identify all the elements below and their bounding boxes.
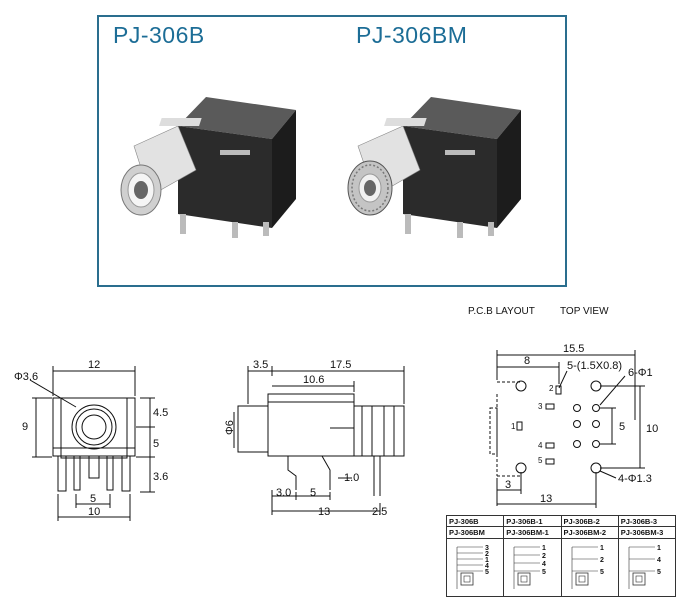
side-overall-length: 17.5: [330, 359, 351, 371]
table-row: PJ-306BM PJ-306BM-1 PJ-306BM-2 PJ-306BM-…: [445, 526, 677, 539]
model-title-pj-306b: PJ-306B: [113, 22, 205, 48]
schematic-pin-label: 1: [600, 545, 604, 552]
schematic-pin-label: 2: [600, 557, 604, 564]
front-hole-diameter: Φ3.6: [14, 371, 38, 383]
schematic-symbol: 1 2 5: [571, 545, 604, 589]
pcb-pin-number: 3: [538, 402, 543, 411]
side-view-drawing: [233, 366, 405, 515]
model-title-pj-306bm: PJ-306BM: [356, 22, 468, 48]
side-body-length: 10.6: [303, 374, 324, 386]
label-pcb-layout: P.C.B LAYOUT: [468, 306, 535, 317]
schematic-pin-label: 2: [485, 551, 489, 558]
pcb-pin-number: 4: [538, 441, 543, 450]
pcb-layout-drawing: [489, 350, 645, 508]
schematic-pin-label: 5: [600, 569, 604, 576]
pcb-pin-number: 2: [549, 384, 554, 393]
schematic-pin-label: 4: [657, 557, 661, 564]
front-width-bottom: 10: [88, 506, 100, 518]
schematic-pin-label: 1: [542, 545, 546, 552]
pcb-hole-callout: 6-Φ1: [628, 367, 653, 379]
schematic-symbol: 1 4 5: [628, 545, 661, 589]
schematic-pin-label: 4: [485, 563, 489, 570]
table-cell: PJ-306BM: [445, 526, 505, 539]
side-pitch: 13: [318, 506, 330, 518]
front-width-top: 12: [88, 359, 100, 371]
front-dim-right-1: 4.5: [153, 407, 168, 419]
front-dim-right-2: 5: [153, 438, 159, 450]
schematic-pin-label: 5: [485, 569, 489, 576]
front-view-drawing: [29, 366, 155, 521]
side-tail: 2.5: [372, 506, 387, 518]
schematic-pin-label: 3: [485, 545, 489, 552]
side-pin-offset: 3.0: [276, 487, 291, 499]
schematic-pin-label: 1: [485, 557, 489, 564]
front-height-left: 9: [22, 421, 28, 433]
table-cell: PJ-306B-1: [503, 514, 562, 528]
schematic-pin-label: 5: [657, 569, 661, 576]
pcb-height-inner: 5: [619, 421, 625, 433]
table-cell: PJ-306B-2: [560, 514, 619, 528]
variants-table: PJ-306B PJ-306B-1 PJ-306B-2 PJ-306B-3 PJ…: [445, 514, 677, 598]
product-render-pj-306b: [120, 97, 296, 238]
pcb-mount-callout: 4-Φ1.3: [618, 473, 652, 485]
schematic-pin-label: 2: [542, 553, 546, 560]
pcb-pin-number: 5: [538, 456, 543, 465]
pcb-height-total: 10: [646, 423, 658, 435]
table-cell: PJ-306BM-2: [560, 526, 619, 539]
table-cell: PJ-306BM-1: [503, 526, 562, 539]
pcb-pitch: 13: [540, 493, 552, 505]
side-pin-spacing: 5: [310, 487, 316, 499]
front-pin-spacing: 5: [90, 493, 96, 505]
pcb-width-total: 15.5: [563, 343, 584, 355]
side-pin-width: 1.0: [344, 472, 359, 484]
table-row: PJ-306B PJ-306B-1 PJ-306B-2 PJ-306B-3: [445, 514, 677, 528]
schematic-pin-label: 5: [542, 569, 546, 576]
schematic-cell: 1 4 5: [617, 537, 677, 598]
schematic-pin-label: 1: [657, 545, 661, 552]
schematic-pin-label: 4: [542, 561, 546, 568]
pcb-slot-callout: 5-(1.5X0.8): [567, 360, 622, 372]
pcb-left-offset: 3: [505, 479, 511, 491]
label-top-view: TOP VIEW: [560, 306, 609, 317]
side-diameter: Φ6: [224, 420, 236, 435]
product-render-pj-306bm: [347, 97, 521, 238]
side-nose-length: 3.5: [253, 359, 268, 371]
front-dim-right-3: 3.6: [153, 471, 168, 483]
table-cell: PJ-306B: [445, 514, 505, 528]
schematic-cell: 1 2 5: [560, 537, 619, 598]
pcb-pin-number: 1: [511, 422, 516, 431]
table-cell: PJ-306B-3: [617, 514, 677, 528]
table-cell: PJ-306BM-3: [617, 526, 677, 539]
pcb-width-inner: 8: [524, 355, 530, 367]
